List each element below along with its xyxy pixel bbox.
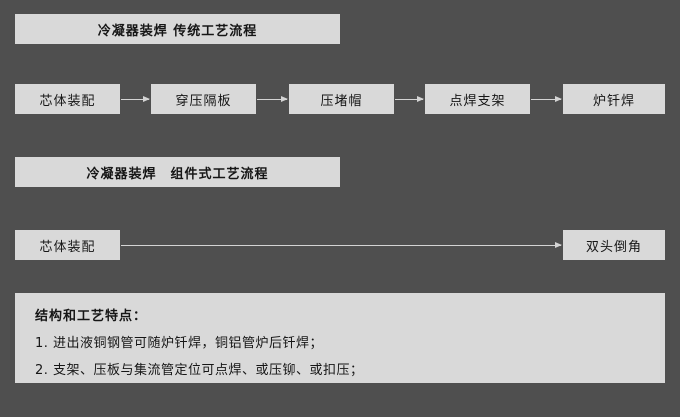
flow1-step-core-assembly: 芯体装配 (15, 84, 120, 114)
flow1-step-press-baffle: 穿压隔板 (151, 84, 256, 114)
arrow-right-icon (531, 96, 562, 102)
arrow-right-icon (395, 96, 424, 102)
flow1-step-press-cap: 压堵帽 (289, 84, 394, 114)
flow2-step-double-end-chamfer: 双头倒角 (563, 230, 665, 260)
modular-process-title: 冷凝器装焊 组件式工艺流程 (15, 157, 340, 187)
arrow-right-icon (121, 242, 562, 248)
flow1-step-spot-weld-bracket: 点焊支架 (425, 84, 530, 114)
notes-panel: 结构和工艺特点： 1. 进出液铜钢管可随炉钎焊，铜铝管炉后钎焊； 2. 支架、压… (15, 293, 665, 383)
flow1-step-furnace-brazing: 炉钎焊 (563, 84, 665, 114)
traditional-process-title: 冷凝器装焊 传统工艺流程 (15, 14, 340, 44)
notes-line-2: 2. 支架、压板与集流管定位可点焊、或压铆、或扣压； (35, 363, 364, 378)
notes-line-1: 1. 进出液铜钢管可随炉钎焊，铜铝管炉后钎焊； (35, 336, 324, 351)
notes-heading: 结构和工艺特点： (35, 309, 148, 324)
arrow-right-icon (257, 96, 288, 102)
flow2-step-core-assembly: 芯体装配 (15, 230, 120, 260)
arrow-right-icon (121, 96, 150, 102)
